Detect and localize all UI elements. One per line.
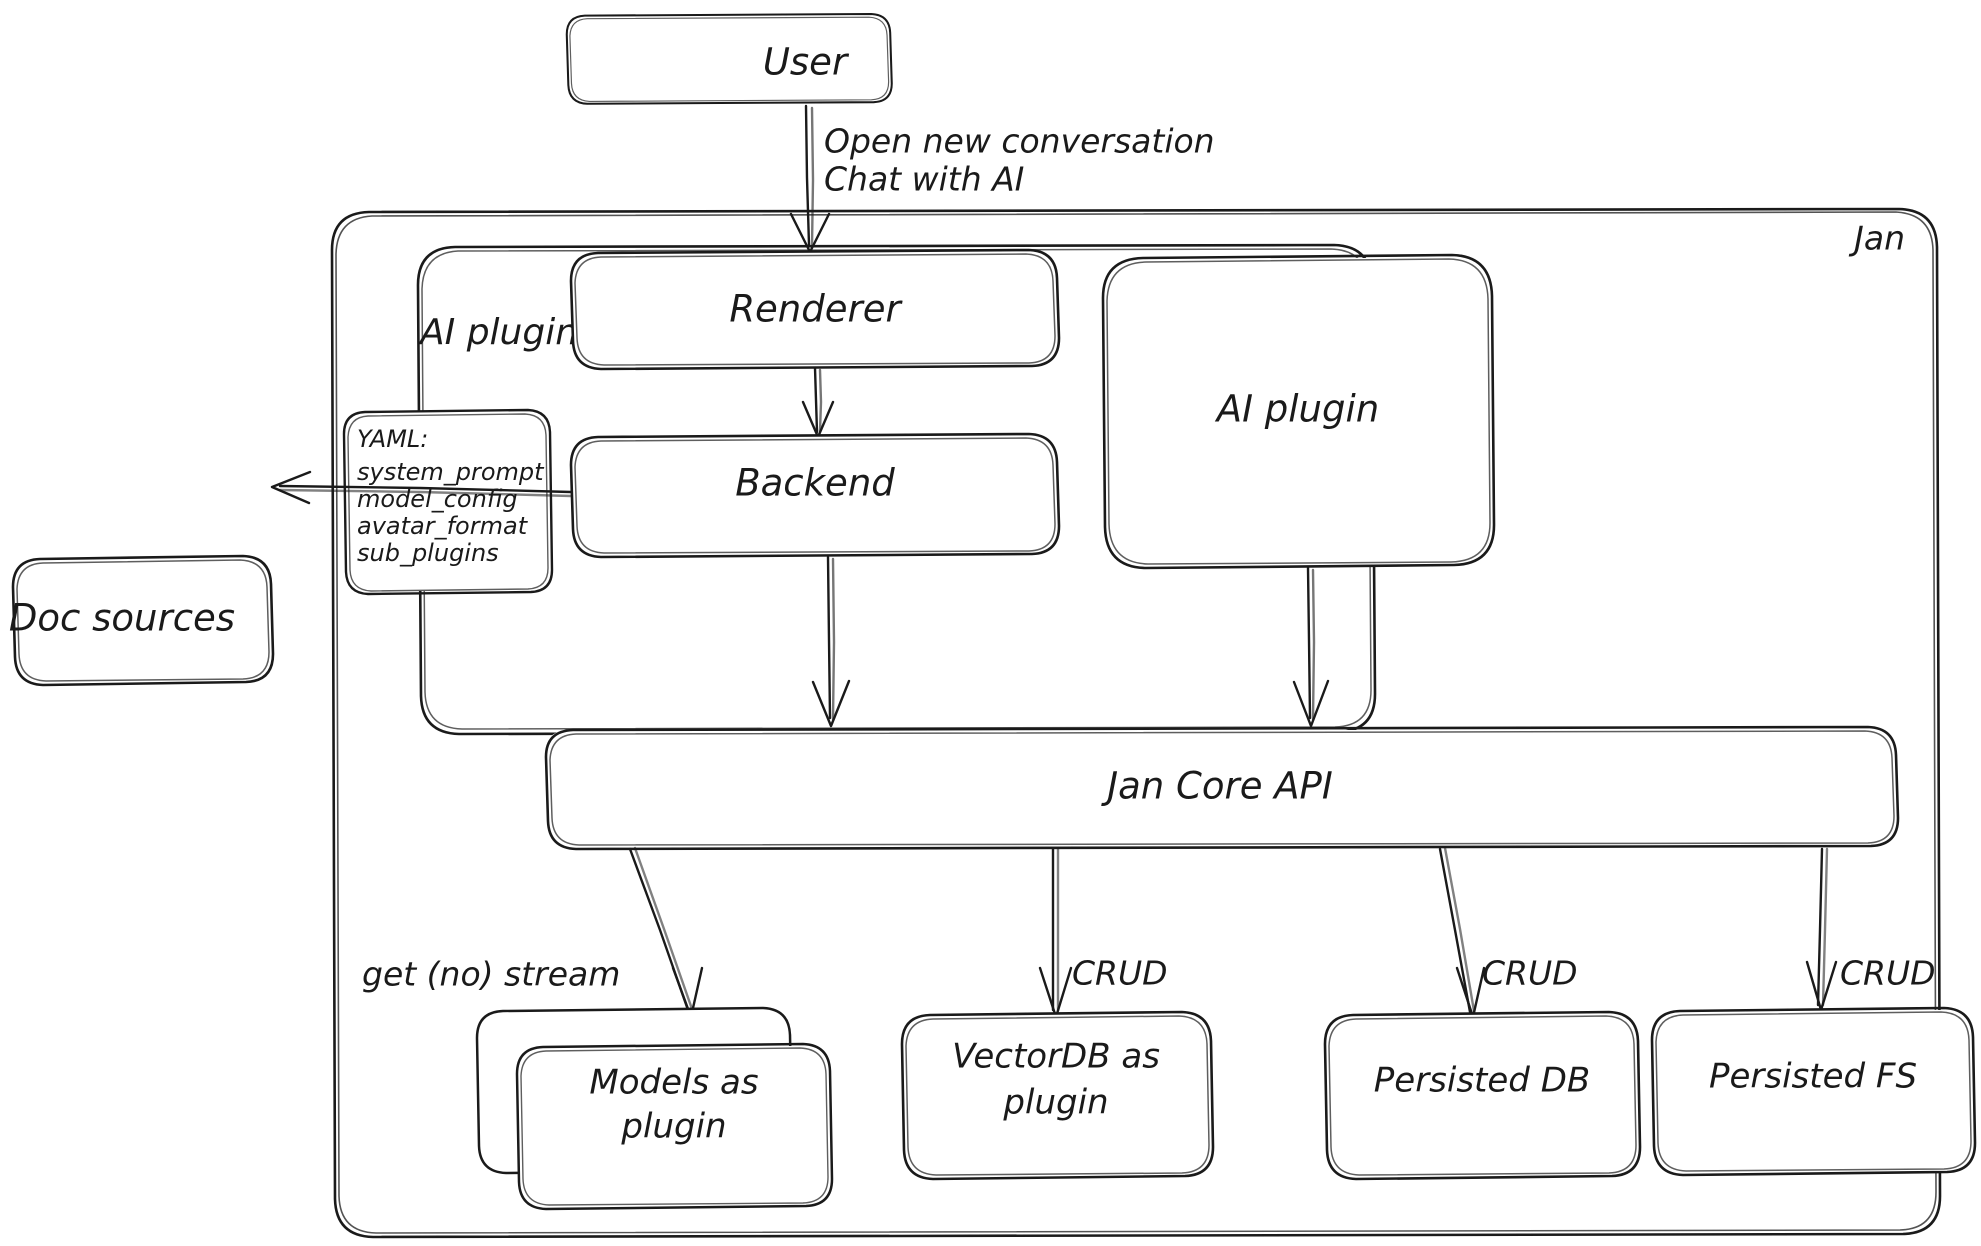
user-node[interactable]: User [564,13,893,106]
jan-core-api-label: Jan Core API [1100,765,1333,808]
vectordb-plugin-label-line2: plugin [1002,1083,1108,1123]
edge-core-to-persisted-db: CRUD [1438,846,1578,1019]
renderer-node-label: Renderer [729,288,903,331]
edge-label-open-conversation: Open new conversation [824,122,1215,161]
edge-backend-to-doc-sources [270,470,573,505]
jan-container[interactable]: Jan [330,207,1942,1239]
persisted-fs-label: Persisted FS [1709,1057,1917,1097]
yaml-card[interactable]: YAML: system_prompt model_config avatar_… [342,408,554,596]
edge-core-to-models: get (no) stream [362,846,704,1019]
doc-sources-node-label: Doc sources [9,597,235,640]
edge-core-to-vectordb: CRUD [1038,847,1168,1019]
ai-plugin-node[interactable]: AI plugin [1101,253,1496,570]
ai-plugin-node-label: AI plugin [1215,388,1379,431]
edge-ai-plugin-to-core [1292,566,1330,728]
edge-label-crud-persisted-db: CRUD [1482,954,1578,993]
jan-core-api-node[interactable]: Jan Core API [543,725,1900,851]
yaml-card-heading: YAML: [357,425,428,453]
yaml-item-sub-plugins: sub_plugins [357,539,499,567]
persisted-fs-node[interactable]: Persisted FS [1650,1006,1977,1177]
models-plugin-label-line1: Models as [589,1063,758,1103]
user-node-label: User [763,41,850,84]
edge-label-chat-with-ai: Chat with AI [824,160,1024,199]
edge-label-crud-persisted-fs: CRUD [1840,954,1936,993]
jan-container-label: Jan [1848,219,1905,258]
models-plugin-node[interactable]: Models as plugin [475,1006,834,1211]
vectordb-plugin-label-line1: VectorDB as [952,1037,1160,1077]
persisted-db-label: Persisted DB [1374,1061,1590,1101]
yaml-item-system-prompt: system_prompt [357,458,545,486]
renderer-node[interactable]: Renderer [569,248,1061,371]
ai-plugin-group-label: AI plugin [418,312,578,353]
edge-core-to-persisted-fs: CRUD [1805,847,1936,1012]
backend-node[interactable]: Backend [569,432,1061,559]
vectordb-plugin-node[interactable]: VectorDB as plugin [900,1010,1215,1181]
backend-node-label: Backend [735,462,895,505]
edge-label-crud-vectordb: CRUD [1072,954,1168,993]
yaml-item-avatar-format: avatar_format [357,512,529,540]
edge-label-get-no-stream: get (no) stream [362,955,620,994]
edge-user-to-renderer: Open new conversation Chat with AI [789,104,1215,254]
edge-renderer-to-backend [801,366,835,439]
models-plugin-label-line2: plugin [620,1107,726,1147]
edge-backend-to-core [811,555,851,728]
doc-sources-node[interactable]: Doc sources [9,554,275,687]
persisted-db-node[interactable]: Persisted DB [1323,1010,1642,1181]
